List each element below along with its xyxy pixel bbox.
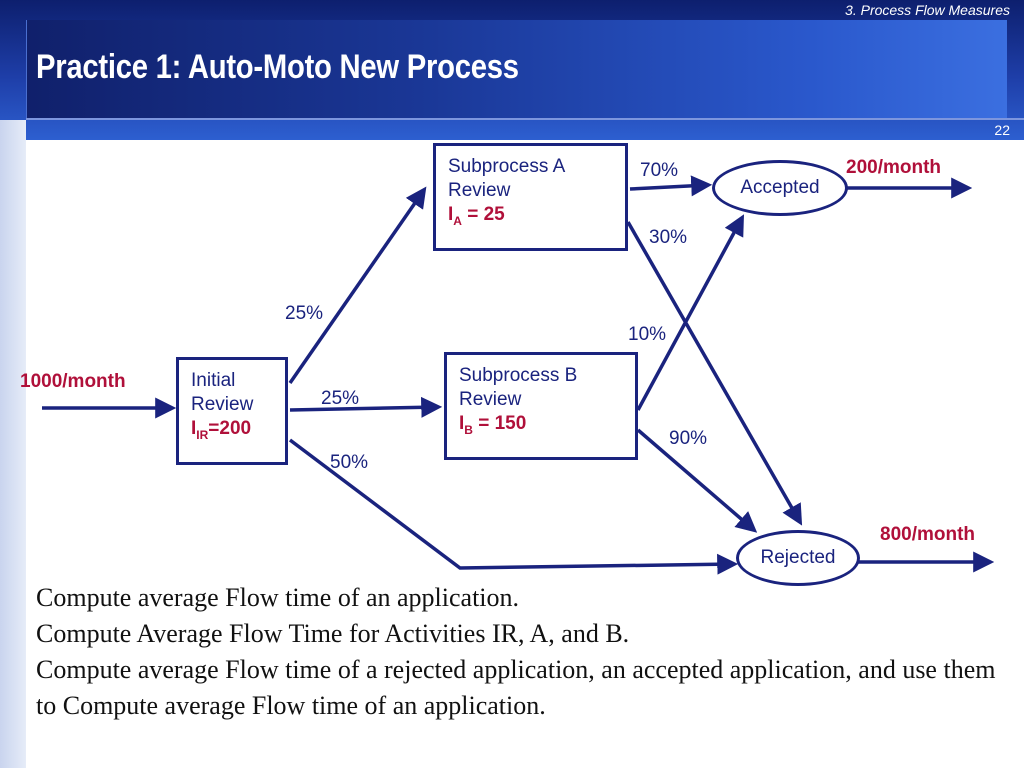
pct-ir-to-a: 25%: [285, 303, 324, 324]
pct-a-to-rejected: 30%: [649, 227, 688, 248]
task-list: Compute average Flow time of an applicat…: [36, 580, 996, 724]
rejected-node: Rejected: [736, 530, 860, 586]
pct-ir-to-rejected: 50%: [330, 452, 369, 473]
pct-ir-to-b: 25%: [321, 388, 360, 409]
subprocess-b-box: Subprocess B Review IB = 150: [444, 352, 638, 460]
side-strip: [0, 120, 26, 768]
accepted-node: Accepted: [712, 160, 848, 216]
task-item: Compute average Flow time of a rejected …: [36, 655, 996, 720]
task-item: Compute average Flow time of an applicat…: [36, 583, 520, 612]
initial-review-box: Initial Review IIR=200: [176, 357, 288, 465]
task-item: Compute Average Flow Time for Activities…: [36, 619, 630, 648]
subprocess-a-line1: Subprocess A: [448, 156, 566, 177]
pct-b-to-accepted: 10%: [628, 324, 667, 345]
subprocess-b-inventory: IB = 150: [459, 413, 527, 437]
initial-review-line1: Initial: [191, 370, 236, 391]
subprocess-a-inventory: IA = 25: [448, 204, 505, 228]
input-rate: 1000/month: [20, 371, 126, 392]
subprocess-a-box: Subprocess A Review IA = 25: [433, 143, 628, 251]
header-divider: [26, 118, 1024, 120]
slide-title: Practice 1: Auto-Moto New Process: [36, 48, 519, 86]
subprocess-b-line1: Subprocess B: [459, 365, 578, 386]
section-label: 3. Process Flow Measures: [845, 2, 1010, 18]
page-number: 22: [994, 122, 1010, 138]
subprocess-a-line2: Review: [448, 180, 511, 201]
initial-review-inventory: IIR=200: [191, 418, 252, 442]
title-panel: [26, 20, 1007, 120]
subprocess-b-line2: Review: [459, 389, 522, 410]
rejected-rate: 800/month: [880, 524, 976, 545]
initial-review-line2: Review: [191, 394, 254, 415]
accepted-rate: 200/month: [846, 157, 942, 178]
pct-a-to-accepted: 70%: [640, 160, 679, 181]
pct-b-to-rejected: 90%: [669, 428, 708, 449]
